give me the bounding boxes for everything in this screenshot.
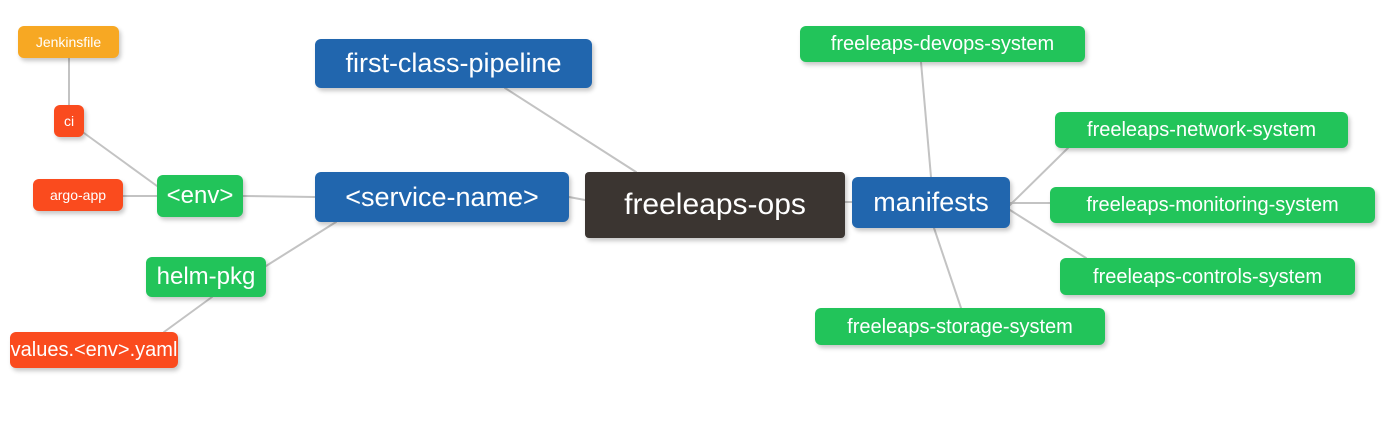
node-freeleaps-controls-system[interactable]: freeleaps-controls-system bbox=[1060, 258, 1355, 295]
edge-first-class-pipeline-to-freeleaps-ops bbox=[504, 87, 637, 173]
node-freeleaps-storage-system[interactable]: freeleaps-storage-system bbox=[815, 308, 1105, 345]
node-freeleaps-monitoring-system[interactable]: freeleaps-monitoring-system bbox=[1050, 187, 1375, 223]
node-label: helm-pkg bbox=[156, 263, 256, 290]
edge-env-to-service-name bbox=[242, 195, 316, 198]
node-argo-app[interactable]: argo-app bbox=[33, 179, 123, 211]
node-label: freeleaps-network-system bbox=[1087, 119, 1316, 141]
node-freeleaps-network-system[interactable]: freeleaps-network-system bbox=[1055, 112, 1348, 148]
node-jenkinsfile[interactable]: Jenkinsfile bbox=[18, 26, 119, 58]
edge-service-name-to-freeleaps-ops bbox=[568, 196, 586, 201]
node-label: manifests bbox=[873, 187, 989, 217]
node-ci[interactable]: ci bbox=[54, 105, 84, 137]
node-helm-pkg[interactable]: helm-pkg bbox=[146, 257, 266, 297]
edge-freeleaps-storage-system-to-manifests bbox=[933, 227, 962, 309]
node-env[interactable]: <env> bbox=[157, 175, 243, 217]
node-label: Jenkinsfile bbox=[35, 34, 102, 50]
node-label: freeleaps-ops bbox=[624, 188, 806, 221]
node-label: <service-name> bbox=[345, 181, 539, 212]
edge-values-yaml-to-helm-pkg bbox=[163, 296, 213, 333]
edge-helm-pkg-to-service-name bbox=[265, 221, 337, 267]
node-label: ci bbox=[63, 113, 75, 129]
node-label: freeleaps-monitoring-system bbox=[1086, 194, 1339, 216]
node-values-yaml[interactable]: values.<env>.yaml bbox=[10, 332, 178, 368]
node-label: freeleaps-controls-system bbox=[1093, 265, 1322, 288]
node-label: freeleaps-storage-system bbox=[847, 315, 1073, 338]
node-service-name[interactable]: <service-name> bbox=[315, 172, 569, 222]
node-label: freeleaps-devops-system bbox=[830, 33, 1055, 55]
node-first-class-pipeline[interactable]: first-class-pipeline bbox=[315, 39, 592, 88]
node-manifests[interactable]: manifests bbox=[852, 177, 1010, 228]
node-label: first-class-pipeline bbox=[345, 48, 562, 78]
node-freeleaps-devops-system[interactable]: freeleaps-devops-system bbox=[800, 26, 1085, 62]
node-label: <env> bbox=[166, 182, 234, 209]
edge-freeleaps-devops-system-to-manifests bbox=[920, 61, 932, 178]
node-label: values.<env>.yaml bbox=[10, 339, 178, 361]
node-freeleaps-ops[interactable]: freeleaps-ops bbox=[585, 172, 845, 238]
node-label: argo-app bbox=[49, 187, 107, 203]
